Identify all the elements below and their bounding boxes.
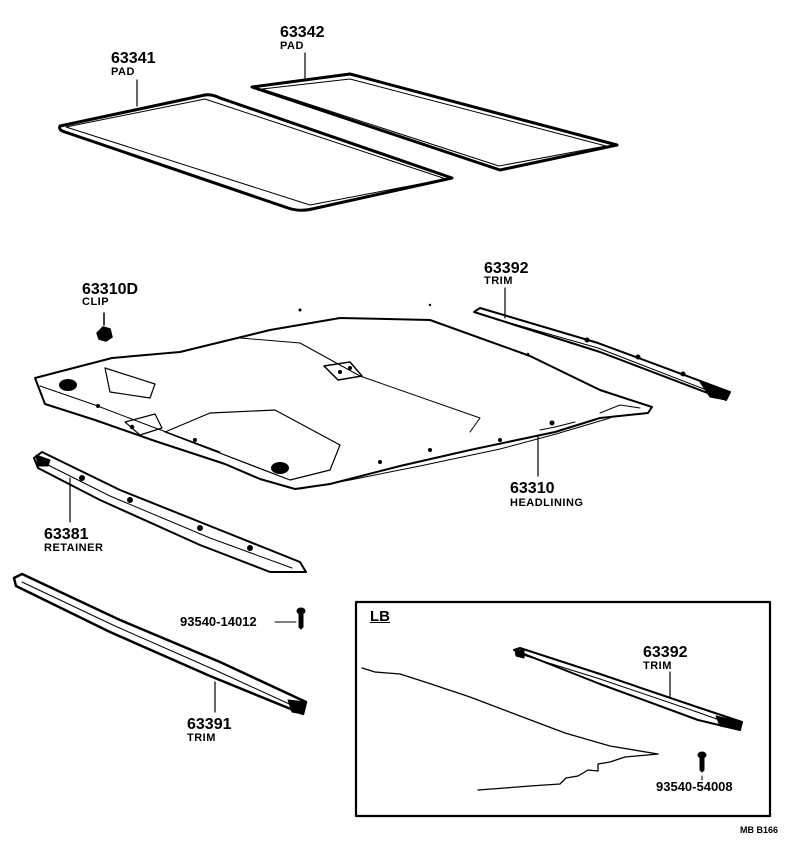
part-number-63341: 63341 <box>111 50 156 67</box>
trim-63392-shape <box>473 307 731 401</box>
part-number-63391: 63391 <box>187 716 232 733</box>
inset-part-number-63392: 63392 <box>643 644 688 661</box>
part-name-headlining: HEADLINING <box>510 497 584 509</box>
part-number-63381: 63381 <box>44 526 89 543</box>
part-name-pad: PAD <box>280 40 304 52</box>
part-name-trim: TRIM <box>484 275 513 287</box>
part-number-63310: 63310 <box>510 480 555 497</box>
inset-box <box>354 600 772 818</box>
clip-63310d-shape <box>96 312 113 342</box>
part-name-trim: TRIM <box>187 732 216 744</box>
inset-part-name-trim: TRIM <box>643 660 672 672</box>
retainer-63381-shape <box>33 451 307 573</box>
inset-window-outline <box>361 667 659 791</box>
figure-code: MB B166 <box>740 825 779 835</box>
inset-label-lb: LB <box>370 608 390 625</box>
headlining-details <box>59 303 555 474</box>
inset-screw-93540-54008-shape <box>697 751 707 781</box>
part-name-pad: PAD <box>111 66 135 78</box>
part-number-63392: 63392 <box>484 260 529 277</box>
trim-63391-shape <box>12 572 308 716</box>
screw-part-number: 93540-14012 <box>180 614 257 629</box>
leader-lines <box>69 52 539 713</box>
inset-screw-part-number: 93540-54008 <box>656 779 733 794</box>
pad-63342-shape <box>250 72 619 172</box>
headlining-63310-shape <box>34 317 653 490</box>
part-name-retainer: RETAINER <box>44 542 104 554</box>
part-number-63310d: 63310D <box>82 281 139 298</box>
screw-93540-14012-shape <box>274 607 306 630</box>
part-number-63342: 63342 <box>280 24 325 41</box>
inset-trim-63392-shape <box>513 647 743 731</box>
pad-63341-shape <box>58 93 454 212</box>
part-name-clip: CLIP <box>82 296 110 308</box>
